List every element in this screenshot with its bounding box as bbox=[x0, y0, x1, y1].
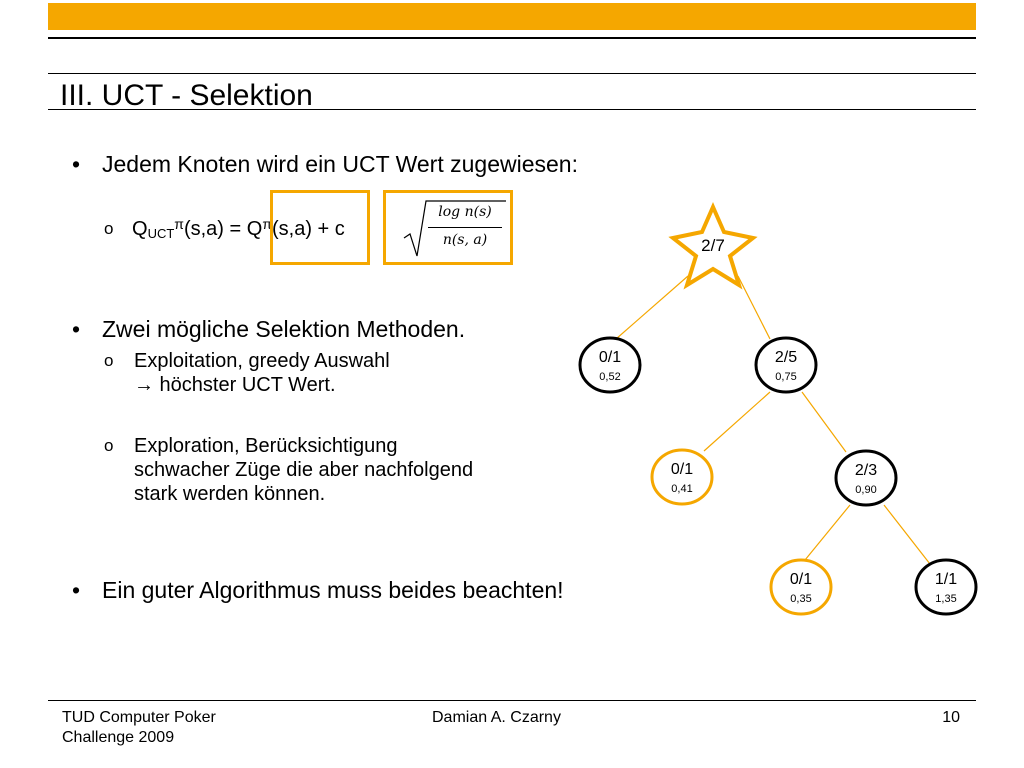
node-circle bbox=[754, 336, 818, 394]
node-label: 0/1 bbox=[599, 349, 621, 366]
node-value: 0,75 bbox=[775, 371, 796, 383]
exploitation-line-1: Exploitation, greedy Auswahl bbox=[134, 350, 390, 372]
exploration-line-3: stark werden können. bbox=[134, 483, 326, 505]
bullet-symbol: • bbox=[72, 316, 81, 342]
sub-bullet-exploitation: Exploitation, greedy Auswahl → höchster … bbox=[134, 349, 594, 397]
tree-node: 0/1 0,52 bbox=[578, 336, 642, 394]
tree-node: 0/1 0,35 bbox=[769, 558, 833, 616]
header-accent-bar bbox=[48, 3, 976, 30]
node-circle bbox=[914, 558, 978, 616]
node-label: 0/1 bbox=[790, 571, 812, 588]
tree-node: 0/1 0,41 bbox=[650, 448, 714, 506]
exploitation-line-2: → höchster UCT Wert. bbox=[134, 374, 336, 396]
sub-bullet-symbol: o bbox=[104, 436, 114, 455]
node-value: 0,52 bbox=[599, 371, 620, 383]
title-underline bbox=[48, 109, 976, 110]
node-value: 0,41 bbox=[671, 483, 692, 495]
footer-event: TUD Computer Poker Challenge 2009 bbox=[62, 708, 216, 748]
node-value: 0,90 bbox=[855, 484, 876, 496]
root-star-icon bbox=[668, 202, 758, 290]
node-circle-highlighted bbox=[650, 448, 714, 506]
fraction-denominator: n(s, a) bbox=[442, 232, 488, 248]
formula-sqrt-fraction: log n(s) n(s, a) bbox=[400, 198, 508, 260]
sub-bullet-symbol: o bbox=[104, 351, 114, 370]
formula-highlight-exploration bbox=[383, 190, 513, 265]
tree-node: 2/3 0,90 bbox=[834, 449, 898, 507]
edge-n4-n5 bbox=[804, 504, 851, 561]
footer-author: Damian A. Czarny bbox=[432, 709, 561, 726]
root-label: 2/7 bbox=[701, 236, 725, 255]
bullet-algorithm: Ein guter Algorithmus muss beides beacht… bbox=[102, 577, 564, 603]
formula-q2: Q bbox=[246, 218, 263, 240]
tree-node: 2/5 0,75 bbox=[754, 336, 818, 394]
tree-node: 1/1 1,35 bbox=[914, 558, 978, 616]
edge-n2-n3 bbox=[703, 391, 771, 452]
node-label: 1/1 bbox=[935, 571, 957, 588]
formula-highlight-exploitation bbox=[270, 190, 370, 265]
formula-plus-c: + c bbox=[311, 218, 345, 240]
node-circle bbox=[578, 336, 642, 394]
formula-args: (s,a) bbox=[183, 218, 224, 240]
exploration-line-1: Exploration, Berücksichtigung bbox=[134, 435, 398, 457]
footer-event-line-2: Challenge 2009 bbox=[62, 729, 175, 746]
header-divider-middle bbox=[48, 73, 976, 74]
tree-edges bbox=[615, 275, 931, 565]
edge-n2-n4 bbox=[801, 391, 847, 453]
node-circle-highlighted bbox=[769, 558, 833, 616]
bullet-symbol: • bbox=[72, 151, 81, 177]
sqrt-sign bbox=[403, 200, 506, 257]
formula-q: Q bbox=[132, 218, 148, 240]
sub-bullet-exploration: Exploration, Berücksichtigung schwacher … bbox=[134, 434, 594, 506]
bullet-uct-value: Jedem Knoten wird ein UCT Wert zugewiese… bbox=[102, 151, 578, 177]
slide-title: III. UCT - Selektion bbox=[60, 79, 313, 112]
node-label: 0/1 bbox=[671, 461, 693, 478]
node-label: 2/5 bbox=[775, 349, 797, 366]
exploration-line-2: schwacher Züge die aber nachfolgend bbox=[134, 459, 474, 481]
uct-formula: QUCTπ(s,a) = Qπ(s,a) + c bbox=[132, 216, 345, 241]
node-label: 2/3 bbox=[855, 462, 877, 479]
formula-args2: (s,a) bbox=[271, 218, 312, 240]
bullet-selection-methods: Zwei mögliche Selektion Methoden. bbox=[102, 316, 466, 342]
sub-bullet-symbol: o bbox=[104, 219, 114, 238]
footer-event-line-1: TUD Computer Poker bbox=[62, 709, 216, 726]
footer-page-number: 10 bbox=[942, 709, 960, 726]
fraction-numerator: log n(s) bbox=[438, 204, 492, 220]
formula-pi2: π bbox=[262, 216, 272, 232]
formula-pi: π bbox=[174, 216, 184, 232]
node-circle bbox=[834, 449, 898, 507]
edge-root-n1 bbox=[615, 275, 689, 340]
edge-n4-n6 bbox=[883, 504, 931, 565]
footer-divider bbox=[48, 700, 976, 701]
bullet-symbol: • bbox=[72, 577, 81, 603]
tree-root-node: 2/7 bbox=[668, 202, 758, 290]
node-value: 1,35 bbox=[935, 593, 956, 605]
formula-equals: = bbox=[223, 218, 247, 240]
header-divider-top bbox=[48, 37, 976, 39]
node-value: 0,35 bbox=[790, 593, 811, 605]
edge-root-n2 bbox=[737, 275, 771, 340]
fraction-bar bbox=[428, 227, 502, 228]
formula-sub-uct: UCT bbox=[147, 226, 175, 241]
